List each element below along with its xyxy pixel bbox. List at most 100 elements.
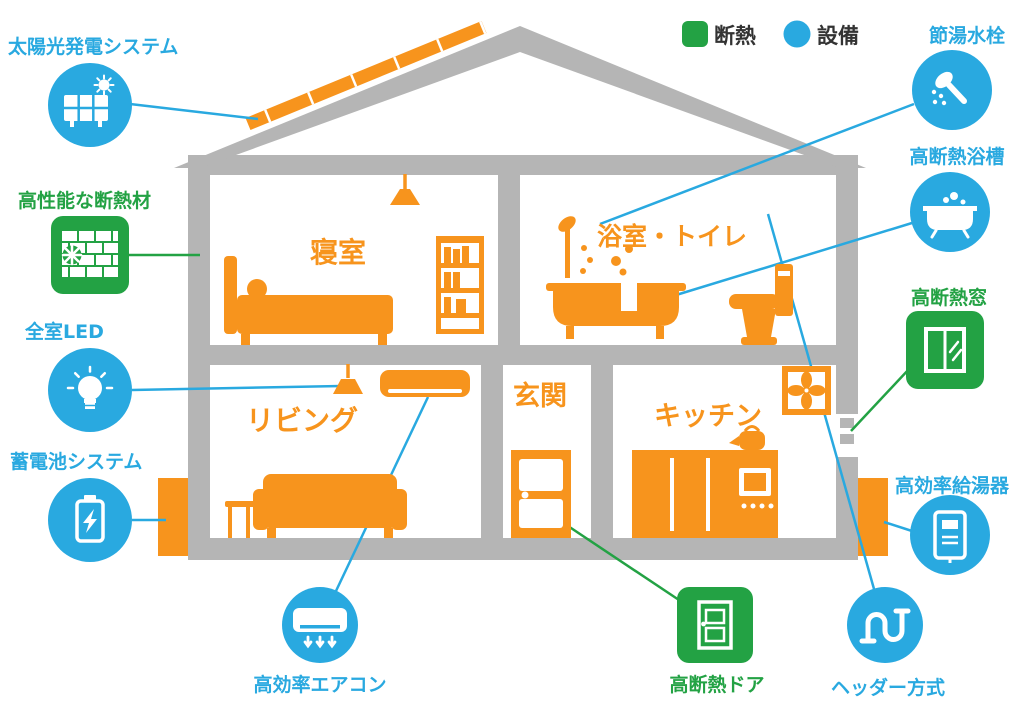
- sofa-armrest: [391, 489, 407, 530]
- door-panel: [519, 459, 563, 491]
- sofa-leg: [267, 528, 276, 538]
- fan-blade: [787, 385, 805, 396]
- legend-equipment-label: 設備: [817, 24, 859, 48]
- led-callout-label: 全室LED: [24, 320, 104, 343]
- cabinet-divider: [706, 458, 710, 531]
- bathtub-callout-label: 高断熱浴槽: [909, 145, 1004, 168]
- cabinet-divider: [670, 458, 674, 531]
- callout-lines: [129, 102, 915, 602]
- header-piping-icon: [847, 587, 923, 663]
- window-callout-label: 高断熱窓: [911, 286, 987, 309]
- water-heater-icon: [910, 495, 990, 575]
- entrance-fixtures: [511, 450, 571, 538]
- book: [453, 249, 460, 263]
- side-table-leg: [228, 507, 232, 538]
- roof: [174, 26, 866, 168]
- bathtub-leg: [566, 326, 574, 339]
- led-bulb-icon: [48, 348, 132, 432]
- book: [462, 246, 469, 263]
- living-label: リビング: [246, 404, 358, 437]
- second-floor-ceiling: [188, 155, 858, 175]
- header-callout-label: ヘッダー方式: [831, 676, 945, 699]
- stove-knob: [759, 503, 765, 509]
- bed-leg: [378, 334, 387, 345]
- toilet-bowl: [742, 309, 776, 337]
- second-floor-divider-wall: [498, 175, 520, 345]
- book: [444, 272, 451, 288]
- insulation-brick-icon: [51, 216, 129, 294]
- equipment-swatch-icon: [783, 20, 811, 48]
- solar-panel-on-roof: [245, 20, 487, 131]
- side-table-leg: [246, 507, 250, 538]
- right-wall-upper: [836, 155, 858, 408]
- air-conditioner-icon: [282, 587, 358, 663]
- legend-insulation-label: 断熱: [714, 24, 756, 48]
- bubble: [619, 268, 627, 276]
- ground-floor: [188, 538, 858, 560]
- toilet-tank: [775, 264, 793, 316]
- bedroom-label: 寝室: [310, 236, 366, 269]
- sleeping-person-head: [247, 279, 267, 299]
- solar-panel-icon: [48, 63, 132, 147]
- solar-callout-line: [129, 102, 259, 121]
- water-drop: [587, 257, 593, 263]
- bubble: [611, 256, 621, 266]
- book: [444, 247, 451, 263]
- right-wall-lower: [836, 463, 858, 560]
- oven-window: [744, 473, 766, 491]
- kitchen-label: キッチン: [654, 401, 762, 432]
- insulation-swatch-icon: [682, 21, 708, 47]
- insulation-callout-label: 高性能な断熱材: [18, 189, 151, 212]
- entrance-right-wall: [591, 365, 613, 538]
- kettle: [739, 431, 765, 450]
- bathtub-rim: [546, 283, 686, 291]
- mid-floor: [188, 345, 858, 365]
- battery-unit-exterior: [158, 478, 188, 556]
- door-knob: [521, 491, 529, 499]
- bathtub-leg: [656, 326, 664, 339]
- living-pendant-lamp: [333, 379, 363, 394]
- sofa-leg: [384, 528, 393, 538]
- window-callout-line: [850, 367, 911, 432]
- bathtub-callout-line: [662, 221, 913, 301]
- window-frame-top: [836, 408, 858, 414]
- bubble: [625, 245, 633, 253]
- bathroom-label: 浴室・トイレ: [597, 222, 747, 251]
- entrance-label: 玄関: [513, 380, 567, 412]
- kettle-handle: [743, 425, 761, 432]
- shower-faucet-icon: [912, 50, 992, 130]
- insulated-door-icon: [677, 587, 753, 663]
- water-drop: [581, 245, 587, 251]
- side-table-top: [225, 501, 257, 507]
- water-heater-unit-exterior: [858, 478, 888, 556]
- bathtub: [553, 291, 679, 326]
- bed-leg: [241, 334, 250, 345]
- kitchen-fixtures: [632, 366, 831, 538]
- window-icon: [906, 311, 984, 389]
- bed-headboard: [224, 256, 237, 334]
- shelf-box: [456, 299, 466, 313]
- sofa-seat: [266, 507, 394, 528]
- book: [444, 297, 451, 313]
- kettle-spout: [729, 436, 739, 446]
- solar-callout-label: 太陽光発電システム: [8, 35, 178, 58]
- air-conditioner-vent: [388, 389, 462, 393]
- window-frame-bottom: [836, 457, 858, 463]
- faucet-callout-label: 節湯水栓: [929, 24, 1005, 47]
- bookshelf-slot: [441, 318, 479, 329]
- fan-blade: [801, 371, 812, 389]
- toilet-base: [741, 337, 777, 345]
- fan-hub: [802, 386, 811, 395]
- stove-knob: [768, 503, 774, 509]
- fan-blade: [801, 392, 812, 410]
- door-callout-label: 高断熱ドア: [669, 673, 764, 696]
- stove-knob: [741, 503, 747, 509]
- water-drop: [580, 268, 586, 274]
- snowflake-icon: [61, 244, 83, 266]
- toilet-seat: [729, 294, 779, 309]
- water-heater-callout-label: 高効率給湯器: [895, 474, 1010, 497]
- water-heater-callout-line: [883, 520, 913, 533]
- sofa-back: [263, 474, 397, 510]
- bedroom-pendant-lamp: [390, 189, 420, 205]
